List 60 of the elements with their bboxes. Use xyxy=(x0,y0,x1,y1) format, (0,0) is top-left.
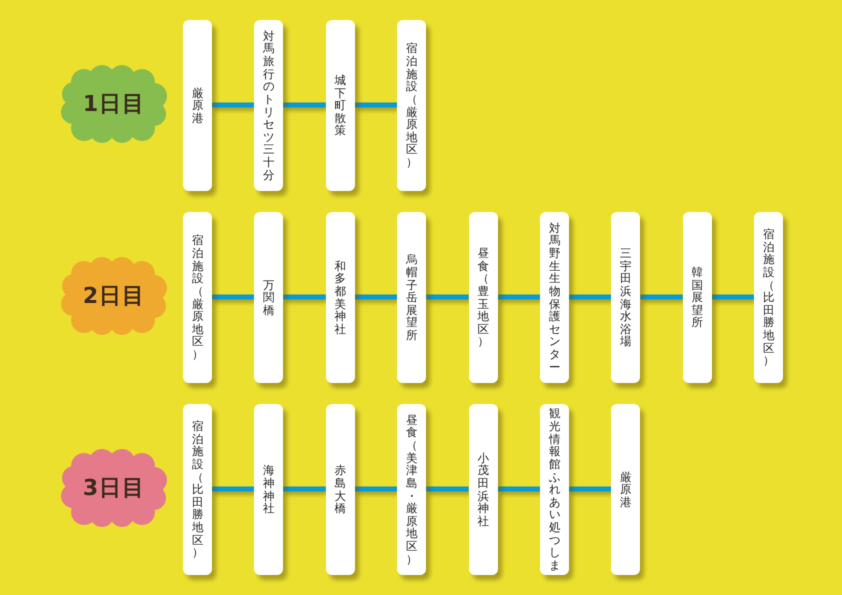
day-label: 2日目 xyxy=(82,283,146,311)
connector-line xyxy=(640,294,683,300)
connector-line xyxy=(354,486,398,492)
connector-line xyxy=(283,102,326,108)
day-label: 1日目 xyxy=(82,91,146,119)
stop-name: 海神神社 xyxy=(263,464,275,515)
stop-name: 万関橋 xyxy=(263,278,275,316)
stop-card xyxy=(540,404,569,575)
stop-name: 宿泊施設（比田勝地区） xyxy=(192,420,204,560)
connector-line xyxy=(283,486,326,492)
stop-card xyxy=(754,212,784,383)
stop-card xyxy=(326,20,355,191)
stop-card xyxy=(183,404,212,575)
stop-card xyxy=(397,212,426,383)
stop-name: 対馬旅行のトリセツ三十分 xyxy=(263,30,275,182)
stop-name: 和多都美神社 xyxy=(334,260,346,336)
stop-name: 対馬野生生物保護センター xyxy=(548,222,560,374)
stop-name: 厳原港 xyxy=(192,86,204,124)
connector-line xyxy=(569,294,612,300)
stop-card xyxy=(611,212,640,383)
connector-line xyxy=(354,102,398,108)
stop-name: 三宇田浜海水浴場 xyxy=(620,246,632,348)
stop-name: 韓国展望所 xyxy=(692,266,704,330)
stop-card xyxy=(254,20,284,191)
stop-card xyxy=(254,404,284,575)
connector-line xyxy=(426,486,469,492)
day-label: 3日目 xyxy=(82,475,146,503)
stop-card xyxy=(682,212,712,383)
connector-line xyxy=(212,102,254,108)
stop-card xyxy=(397,404,426,575)
stop-name: 厳原港 xyxy=(620,470,632,508)
stop-name: 昼食（豊玉地区） xyxy=(477,246,489,348)
connector-line xyxy=(569,486,612,492)
stop-name: 昼食（美津島・厳原地区） xyxy=(406,414,418,566)
stop-card xyxy=(326,212,355,383)
connector-line xyxy=(212,486,254,492)
stop-name: 小茂田浜神社 xyxy=(477,452,489,528)
stop-card xyxy=(326,404,355,575)
connector-line xyxy=(498,486,540,492)
connector-line xyxy=(283,294,326,300)
stop-card xyxy=(183,20,212,191)
stop-card xyxy=(611,404,640,575)
connector-line xyxy=(212,294,254,300)
stop-card xyxy=(397,20,426,191)
stop-name: 宿泊施設（比田勝地区） xyxy=(762,228,774,368)
connector-line xyxy=(426,294,469,300)
connector-line xyxy=(498,294,540,300)
stop-card xyxy=(468,212,498,383)
stop-name: 宿泊施設（厳原地区） xyxy=(192,234,204,361)
connector-line xyxy=(354,294,398,300)
stop-card xyxy=(183,212,212,383)
stop-name: 観光情報館ふれあい処つしま xyxy=(548,407,560,572)
stop-name: 烏帽子岳展望所 xyxy=(406,253,418,342)
stop-name: 宿泊施設（厳原地区） xyxy=(406,42,418,169)
stop-card xyxy=(468,404,498,575)
stop-name: 赤島大橋 xyxy=(334,464,346,515)
stop-card xyxy=(254,212,284,383)
stop-card xyxy=(540,212,569,383)
connector-line xyxy=(712,294,754,300)
stop-name: 城下町散策 xyxy=(334,74,346,138)
